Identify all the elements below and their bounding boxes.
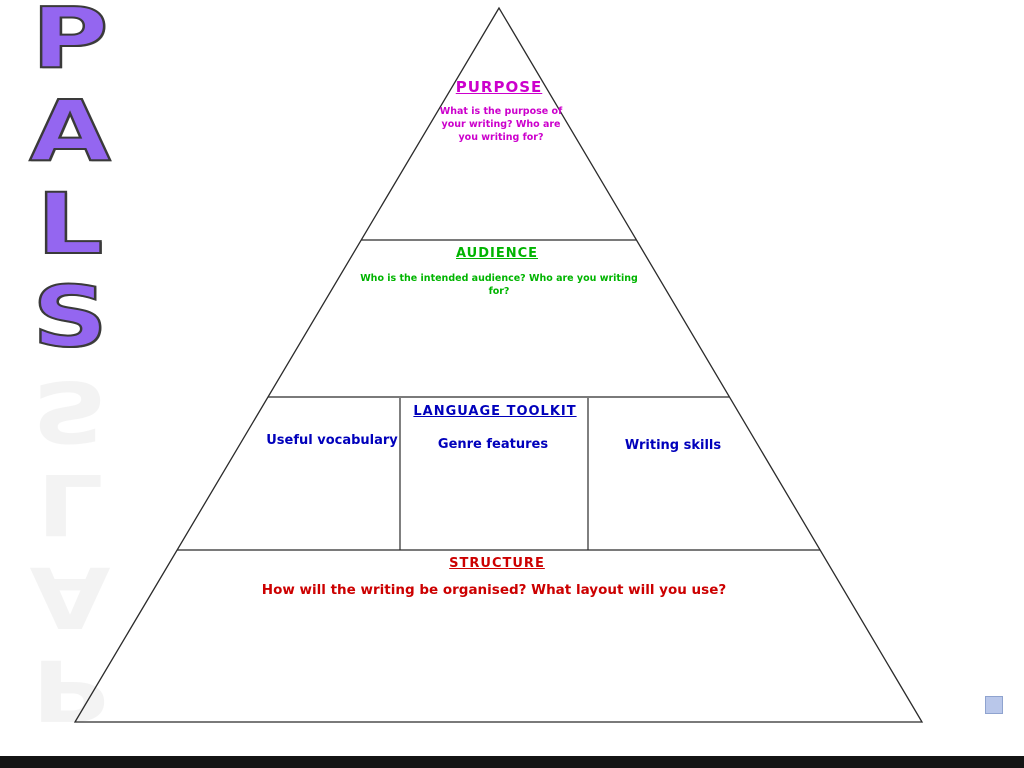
bottom-bar <box>0 756 1024 768</box>
toolkit-column-genre-features: Genre features <box>437 437 549 452</box>
pals-letter-a: A <box>28 82 112 180</box>
audience-description: Who is the intended audience? Who are yo… <box>360 273 638 297</box>
pals-letter-l: L <box>35 175 104 273</box>
structure-title: STRUCTURE <box>449 556 545 571</box>
pals-letter-s: S <box>31 268 109 366</box>
pals-letter-p: P <box>30 0 109 87</box>
pyramid-triangle <box>73 6 924 723</box>
purpose-title: PURPOSE <box>455 78 543 96</box>
toolkit-column-useful-vocabulary: Useful vocabulary <box>266 433 398 448</box>
audience-title: AUDIENCE <box>455 246 539 261</box>
structure-description: How will the writing be organised? What … <box>261 582 727 598</box>
toolkit-column-writing-skills: Writing skills <box>624 438 722 453</box>
purpose-description: What is the purpose of your writing? Who… <box>439 106 563 143</box>
corner-square <box>985 696 1003 714</box>
language-toolkit-title: LANGUAGE TOOLKIT <box>413 404 577 419</box>
pals-letters: P A L S <box>10 0 130 365</box>
